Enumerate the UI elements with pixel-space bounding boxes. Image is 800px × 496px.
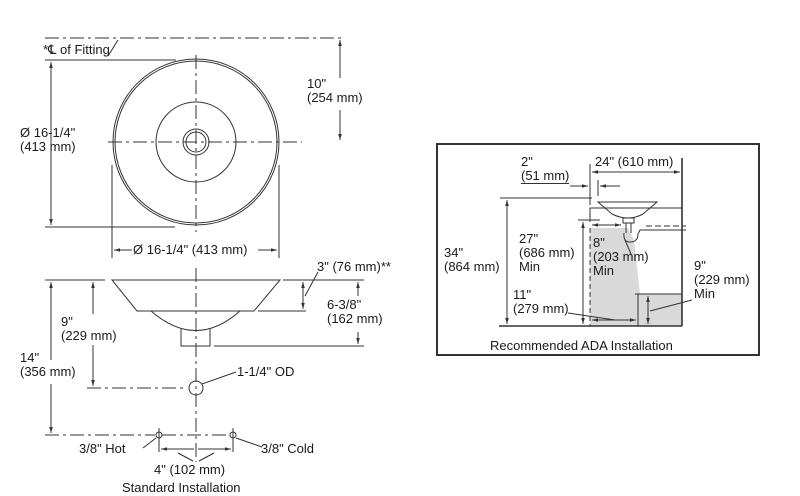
ada-toe-height-label: 9" (229 mm) Min <box>694 259 750 301</box>
standard-installation-caption: Standard Installation <box>122 480 241 495</box>
ada-knee-depth-note: Min <box>593 263 614 278</box>
bowl-depth-in: 6-3/8" <box>327 297 362 312</box>
drain-drop-mm: (229 mm) <box>61 328 117 343</box>
fitting-height-in: 10" <box>307 76 327 91</box>
drain-od-label: 1-1/4" OD <box>237 364 295 379</box>
ada-installation-drawing <box>499 158 693 327</box>
ada-knee-height-mm: (686 mm) <box>519 245 575 260</box>
ada-knee-height-note: Min <box>519 259 540 274</box>
ada-knee-depth-in: 8" <box>593 235 605 250</box>
ada-knee-height-label: 27" (686 mm) Min <box>519 232 575 274</box>
vertical-diameter-in: Ø 16-1/4" <box>20 125 76 140</box>
ada-knee-depth-label: 8" (203 mm) Min <box>593 236 649 278</box>
bowl-depth-label: 6-3/8" (162 mm) <box>327 298 383 326</box>
ada-rim-height-mm: (864 mm) <box>444 259 500 274</box>
ada-knee-depth-mm: (203 mm) <box>593 249 649 264</box>
supply-drop-mm: (356 mm) <box>20 364 76 379</box>
ada-installation-caption: Recommended ADA Installation <box>490 338 673 353</box>
ada-setback-in: 2" <box>521 154 533 169</box>
ada-toe-height-note: Min <box>694 286 715 301</box>
ada-installation-panel <box>436 143 760 356</box>
vertical-diameter-mm: (413 mm) <box>20 139 76 154</box>
centerline-of-fitting-label: *℄ of Fitting <box>43 42 110 57</box>
top-view-sink <box>45 37 342 258</box>
ada-depth-label: 24" (610 mm) <box>595 154 674 169</box>
ada-rim-height-label: 34" (864 mm) <box>444 246 500 274</box>
hot-supply-label: 3/8" Hot <box>79 441 126 456</box>
bowl-depth-mm: (162 mm) <box>327 311 383 326</box>
rim-height-label: 3" (76 mm)** <box>317 259 391 274</box>
ada-toe-depth-in: 11" <box>513 287 532 302</box>
ada-setback-mm: (51 mm) <box>521 168 570 184</box>
ada-toe-depth-label: 11" (279 mm) <box>513 288 569 316</box>
ada-toe-depth-mm: (279 mm) <box>513 301 569 316</box>
ada-knee-height-in: 27" <box>519 231 539 246</box>
ada-toe-height-mm: (229 mm) <box>694 272 750 287</box>
fitting-height-mm: (254 mm) <box>307 90 363 105</box>
ada-toe-height-in: 9" <box>694 258 706 273</box>
supply-drop-in: 14" <box>20 350 40 365</box>
horizontal-diameter-label: Ø 16-1/4" (413 mm) <box>133 242 248 257</box>
fitting-height-label: 10" (254 mm) <box>307 77 363 105</box>
ada-setback-label: 2" (51 mm) <box>521 154 570 184</box>
drain-drop-label: 9" (229 mm) <box>61 315 117 343</box>
cold-supply-label: 3/8" Cold <box>261 441 315 456</box>
supply-drop-label: 14" (356 mm) <box>20 351 76 379</box>
drain-drop-in: 9" <box>61 314 73 329</box>
ada-rim-height-in: 34" <box>444 245 464 260</box>
supply-spacing-label: 4" (102 mm) <box>154 462 226 477</box>
side-view-sink <box>45 268 364 462</box>
vertical-diameter-label: Ø 16-1/4" (413 mm) <box>20 126 76 154</box>
